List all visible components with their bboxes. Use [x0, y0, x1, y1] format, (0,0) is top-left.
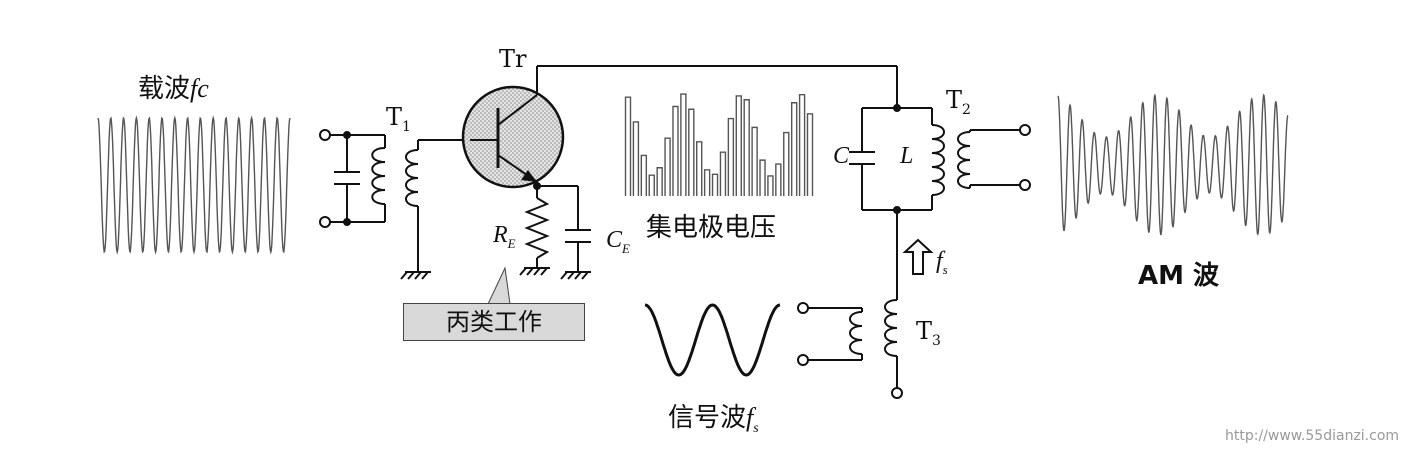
tr-label: Tr: [499, 45, 527, 73]
t1-main: T: [386, 103, 403, 131]
carrier-text: 载波: [138, 74, 191, 104]
ce-main: C: [606, 227, 623, 253]
t3-main: T: [916, 317, 933, 345]
callout-pointer: [487, 266, 511, 305]
signal-symbol-sub: s: [753, 421, 759, 437]
collector-pulse: [798, 93, 806, 196]
signal-waveform: [644, 303, 781, 377]
class-c-callout: 丙类工作: [403, 303, 585, 341]
collector-pulse: [672, 105, 679, 196]
collector-pulse: [632, 121, 640, 196]
collector-pulse: [735, 95, 742, 196]
t2-secondary-coil: [957, 124, 1031, 191]
t3-label: T3: [916, 317, 941, 349]
collector-pulse: [783, 131, 790, 196]
collector-pulse: [711, 173, 719, 196]
collector-pulse: [703, 169, 711, 196]
watermark-url: http://www.55dianzi.com: [1225, 428, 1400, 444]
collector-pulse: [759, 159, 766, 196]
re-label: RE: [493, 222, 516, 252]
collector-pulse: [656, 167, 663, 196]
tank-c-label: C: [833, 143, 850, 169]
t1-label: T1: [386, 103, 411, 135]
fs-arrow-label: fs: [936, 248, 948, 278]
carrier-symbol: fc: [190, 74, 209, 103]
fs-arrow-sub: s: [942, 261, 948, 277]
collector-pulse: [743, 99, 750, 196]
t2-main: T: [946, 86, 963, 114]
am-wave-label: AM 波: [1138, 261, 1220, 291]
collector-voltage-label: 集电极电压: [646, 213, 777, 243]
re-sub: E: [507, 235, 516, 251]
t1-sub: 1: [402, 118, 411, 135]
collector-pulse: [680, 93, 687, 196]
ce-sub: E: [622, 240, 630, 256]
signal-symbol-main: f: [746, 403, 754, 432]
collector-pulse: [696, 141, 703, 196]
carrier-waveform: [97, 115, 291, 255]
emitter-network: [519, 182, 591, 280]
signal-text: 信号波: [668, 403, 747, 433]
am-waveform: [1057, 93, 1289, 236]
t3-sub: 3: [932, 332, 941, 349]
carrier-label: 载波fc: [138, 68, 209, 105]
ce-label: CE: [606, 227, 630, 257]
re-main: R: [493, 222, 508, 248]
t3-transformer: [797, 299, 903, 399]
collector-pulse: [751, 126, 758, 196]
signal-wave-label: 信号波fs: [668, 397, 759, 437]
fs-arrow-main: f: [936, 248, 943, 274]
collector-pulse: [688, 108, 695, 196]
up-arrow-icon: [902, 238, 934, 275]
tank-l-label: L: [900, 143, 914, 169]
collector-pulse: [806, 113, 814, 196]
transistor-tr: [461, 66, 565, 189]
collector-pulse: [648, 174, 655, 196]
collector-pulse: [775, 163, 782, 196]
collector-pulse: [727, 117, 735, 196]
collector-pulse: [790, 102, 798, 196]
t2-sub: 2: [962, 101, 971, 118]
t2-label: T2: [946, 86, 971, 118]
collector-pulse: [664, 137, 671, 196]
collector-pulse: [719, 151, 727, 196]
collector-pulse: [624, 96, 632, 196]
t1-secondary-coil: [400, 139, 470, 280]
input-tank-circuit: [319, 129, 386, 228]
collector-pulse: [767, 175, 774, 196]
collector-voltage-pulses: [624, 93, 814, 196]
collector-pulse: [640, 154, 648, 196]
output-tank-circuit: [537, 65, 945, 300]
